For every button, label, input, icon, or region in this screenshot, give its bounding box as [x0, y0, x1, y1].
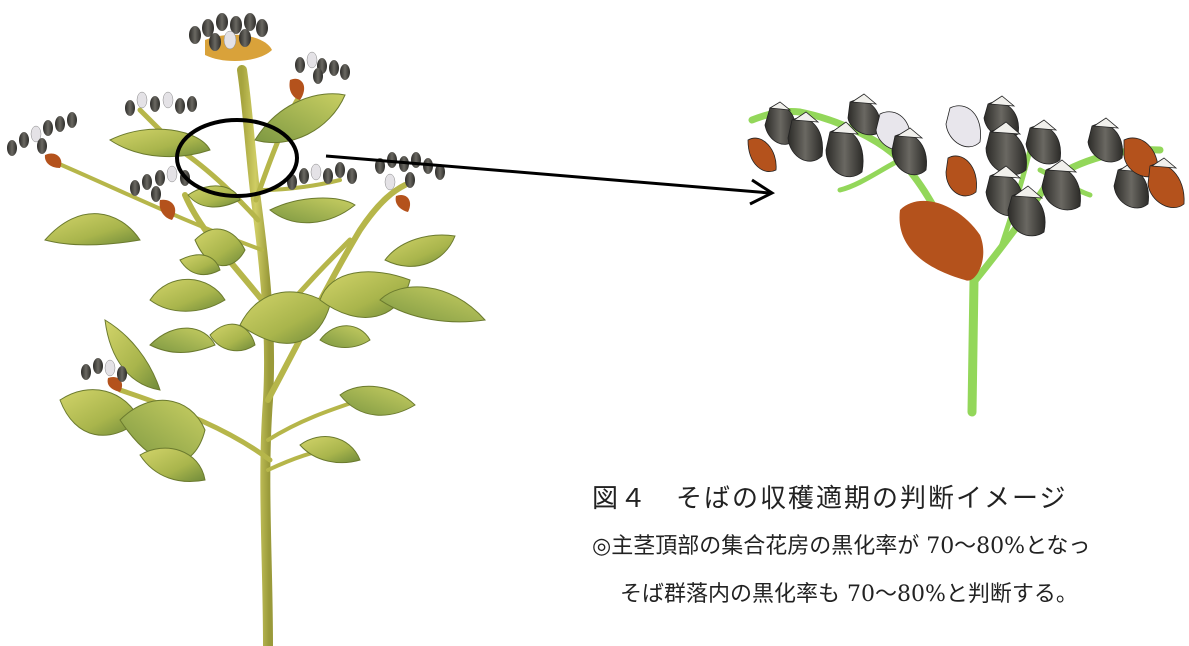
highlight-ellipse	[175, 118, 299, 198]
closeup-seed	[1007, 185, 1046, 237]
inflorescence-closeup	[747, 93, 1185, 417]
seed-cluster-far-left	[7, 112, 77, 168]
closeup-seed	[787, 111, 823, 162]
closeup-seed	[825, 121, 864, 177]
closeup-seed	[1147, 157, 1185, 209]
seed-cluster-upper-right	[289, 51, 350, 100]
zoom-arrow	[325, 154, 776, 206]
closeup-bract	[899, 200, 984, 281]
seed-cluster-middle	[130, 165, 190, 220]
seed-cluster-lower-left	[81, 358, 127, 392]
closeup-seed	[945, 155, 977, 197]
closeup-seeds	[747, 93, 1185, 237]
closeup-seed	[945, 105, 981, 148]
figure-title: 図４ そばの収穫適期の判断イメージ	[592, 484, 1068, 514]
closeup-seed	[764, 101, 797, 145]
seed-cluster-top	[189, 13, 272, 62]
closeup-seed	[985, 121, 1027, 175]
closeup-seed	[1087, 117, 1123, 163]
plant-leaves	[44, 93, 486, 483]
closeup-seed	[847, 93, 881, 136]
figure-note-line-2: そば群落内の黒化率も 70〜80%と判断する。	[620, 582, 1078, 607]
closeup-seed	[1041, 159, 1081, 211]
seed-cluster-right-inner	[287, 162, 357, 190]
seed-cluster-upper-left	[125, 91, 197, 116]
closeup-seed	[747, 137, 777, 172]
closeup-seed	[891, 127, 927, 176]
buckwheat-plant	[7, 13, 486, 646]
plant-stems	[48, 65, 408, 646]
closeup-seed	[1025, 119, 1061, 165]
figure-note-line-1: ◎主茎頂部の集合花房の黒化率が 70〜80%となっ	[592, 534, 1091, 559]
